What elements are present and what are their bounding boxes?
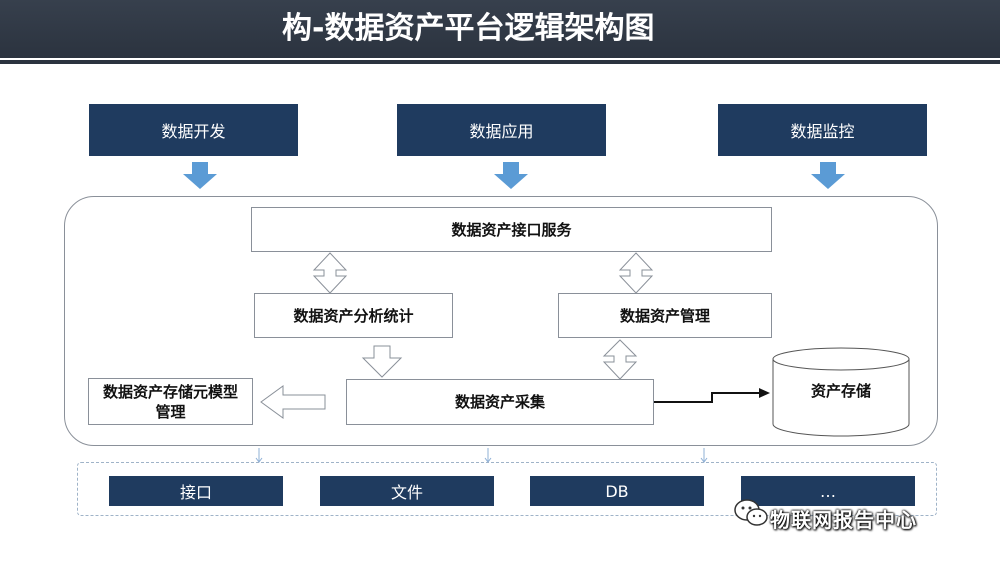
source-box-interface: 接口 [109, 476, 283, 506]
bidirectional-arrow-icon [312, 252, 348, 294]
title-underline [0, 60, 1000, 64]
source-box-file: 文件 [320, 476, 494, 506]
consumer-box-app: 数据应用 [397, 104, 606, 156]
title-bar [0, 0, 1000, 58]
source-box-more: … [741, 476, 915, 506]
collection-box: 数据资产采集 [346, 379, 654, 425]
wechat-icon [734, 499, 768, 526]
data-sources-area [77, 462, 937, 516]
bidirectional-arrow-icon [602, 339, 638, 380]
down-arrow-outline-icon [361, 345, 403, 378]
left-arrow-outline-icon [260, 385, 326, 419]
consumer-box-dev: 数据开发 [89, 104, 298, 156]
down-arrow-icon [183, 162, 217, 189]
asset-platform-container [64, 196, 938, 446]
source-arrow-icon [255, 448, 708, 463]
consumer-box-monitor: 数据监控 [718, 104, 927, 156]
bidirectional-arrow-icon [618, 252, 654, 294]
down-arrow-icon [494, 162, 528, 189]
asset-storage-label: 资产存储 [810, 382, 871, 400]
metadata-model-box: 数据资产存储元模型管理 [88, 378, 253, 425]
interface-service-box: 数据资产接口服务 [251, 207, 772, 252]
analysis-stats-box: 数据资产分析统计 [254, 293, 453, 338]
storage-cylinder-icon [772, 347, 910, 437]
asset-management-box: 数据资产管理 [558, 293, 772, 338]
watermark-text: 物联网报告中心 [770, 508, 917, 532]
down-arrow-icon [811, 162, 845, 189]
collection-to-storage-connector [654, 388, 770, 403]
source-box-db: DB [530, 476, 704, 506]
page-title: 构-数据资产平台逻辑架构图 [282, 11, 655, 46]
